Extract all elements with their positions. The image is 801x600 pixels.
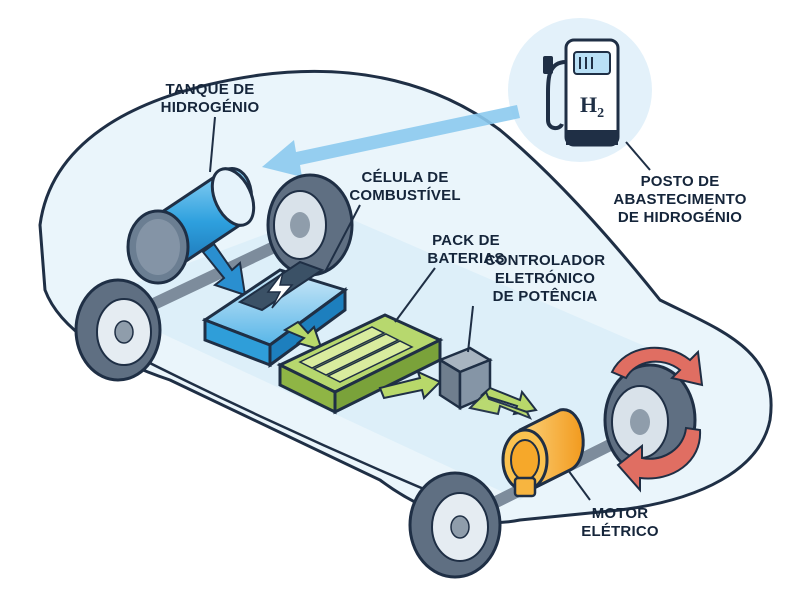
label-hydrogen-tank-line-1: TANQUE DE [165,81,255,98]
battery-leader [394,267,436,323]
controller-leader [467,305,474,353]
cell-leader [324,204,361,273]
label-fuel-cell: CÉLULA DE COMBUSTÍVEL [335,169,475,205]
pump-sign-h2: H2 [580,92,604,121]
flow-arrow-controller-to-motor [480,386,538,416]
front-near-wheel [408,471,502,579]
tank-leader [209,116,216,173]
label-battery-pack: PACK DE BATERIAS [406,232,526,268]
label-power-controller-line-1: CONTROLADOR [484,252,606,269]
electric-motor [501,408,585,498]
rotation-arrow-bottom-icon [616,426,702,493]
label-electric-motor-line-2: ELÉTRICO [581,523,659,540]
station-leader [625,141,651,171]
rotation-arrow-top-icon [610,346,704,387]
label-battery-pack-line-2: BATERIAS [427,250,505,267]
label-fuel-cell-line-1: CÉLULA DE [361,169,449,186]
label-hydrogen-tank: TANQUE DE HIDROGÉNIO [140,81,280,117]
label-hydrogen-station-line-2: ABASTECIMENTO [613,191,747,208]
label-power-controller: CONTROLADOR ELETRÓNICO DE POTÊNCIA [470,252,620,306]
label-hydrogen-station-line-3: DE HIDROGÉNIO [617,209,743,226]
flow-arrow-tank-to-cell [201,242,247,297]
flow-arrow-station-to-tank [262,105,520,177]
rear-near-wheel [74,278,162,382]
fuel-pump-icon: H2 [543,38,620,147]
lightning-icon [266,271,294,309]
battery-pack [276,313,444,415]
label-power-controller-line-3: DE POTÊNCIA [492,288,598,305]
flow-arrow-motor-to-controller [467,390,533,420]
label-electric-motor: MOTOR ELÉTRICO [575,505,665,541]
motor-leader [567,469,591,501]
label-power-controller-line-2: ELETRÓNICO [494,270,596,287]
label-fuel-cell-line-2: COMBUSTÍVEL [349,187,461,204]
flow-arrow-battery-to-controller [378,370,442,400]
label-battery-pack-line-1: PACK DE [432,232,500,249]
flow-arrow-cell-to-battery [282,320,324,352]
front-far-wheel [603,363,697,477]
hydrogen-tank [126,167,256,285]
label-hydrogen-station: POSTO DE ABASTECIMENTO DE HIDROGÉNIO [605,173,755,227]
rear-far-wheel [266,173,354,277]
label-hydrogen-station-line-1: POSTO DE [640,173,720,190]
label-electric-motor-line-1: MOTOR [591,505,649,522]
fuel-cell-stack [201,260,349,368]
label-hydrogen-tank-line-2: HIDROGÉNIO [160,99,260,116]
